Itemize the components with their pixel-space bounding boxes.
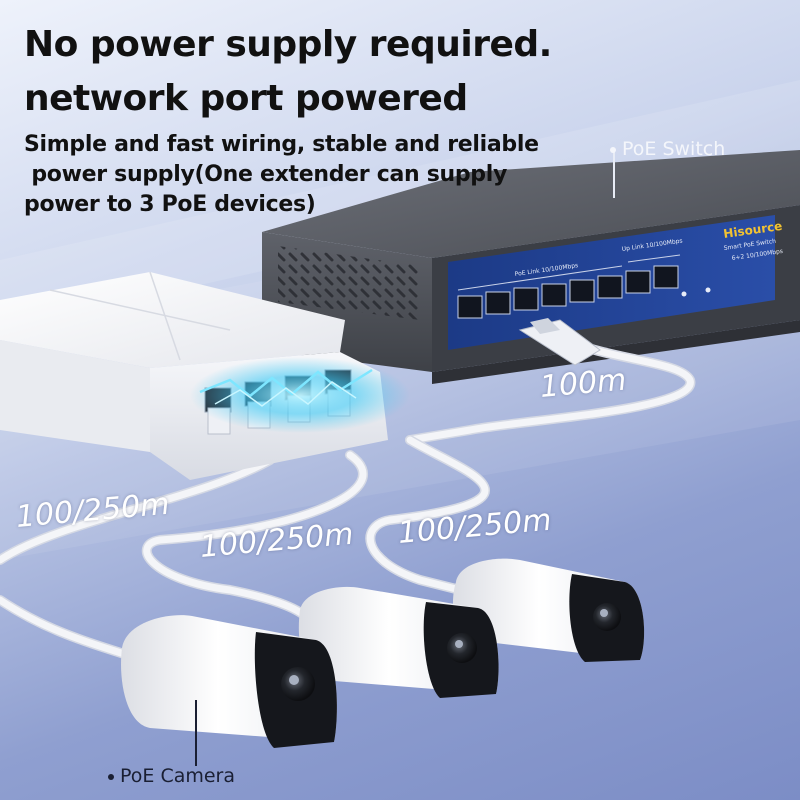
camera-callout-label: PoE Camera bbox=[120, 765, 236, 787]
subtitle-line-1: Simple and fast wiring, stable and relia… bbox=[24, 132, 539, 157]
uplink-distance-label: 100m bbox=[538, 362, 628, 405]
subtitle: Simple and fast wiring, stable and relia… bbox=[24, 130, 624, 220]
poe-extender bbox=[0, 271, 410, 480]
poe-camera-2 bbox=[298, 586, 499, 698]
subtitle-line-3: power to 3 PoE devices) bbox=[24, 192, 316, 217]
power-glow-effect bbox=[190, 357, 410, 433]
switch-callout-label: PoE Switch bbox=[622, 138, 726, 160]
headline-line-1: No power supply required. bbox=[24, 24, 552, 65]
poe-camera-1 bbox=[121, 615, 337, 748]
bullet-dot-icon bbox=[610, 146, 616, 153]
rj45-connector-icon bbox=[518, 318, 601, 366]
switch-callout: PoE Switch bbox=[610, 138, 725, 160]
camera-callout: PoE Camera bbox=[108, 765, 235, 787]
subtitle-line-2: power supply(One extender can supply bbox=[24, 162, 508, 187]
switch-port-row bbox=[457, 265, 679, 319]
power-led-icon bbox=[705, 287, 711, 293]
bullet-dot-icon bbox=[108, 773, 114, 780]
poe-camera-3 bbox=[452, 558, 645, 662]
network-cables bbox=[0, 331, 696, 665]
headline-line-2: network port powered bbox=[24, 78, 468, 119]
